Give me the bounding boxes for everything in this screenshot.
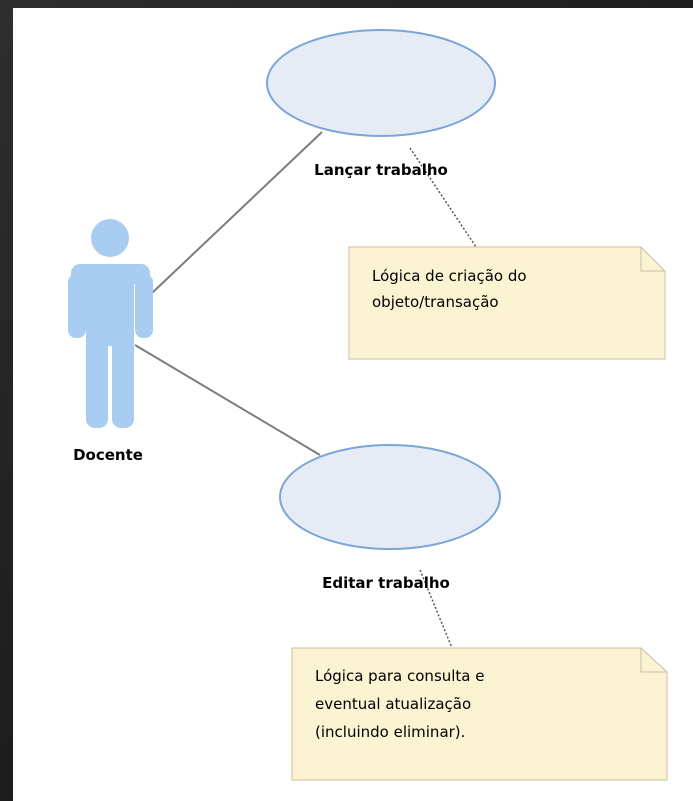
note-line: (incluindo eliminar). [315,723,465,741]
note-line: objeto/transação [372,293,499,311]
note-line: Lógica para consulta e [315,667,485,685]
note-shape [348,246,666,360]
note-shape [291,647,668,781]
note-line: eventual atualização [315,695,471,713]
note-1[interactable]: Lógica de criação do objeto/transação [348,246,666,360]
use-case-ellipse[interactable] [279,444,501,550]
note-2[interactable]: Lógica para consulta e eventual atualiza… [291,647,668,781]
note-fold [640,648,667,673]
association-line-editar [134,344,321,456]
association-line-lancar [151,131,323,294]
note-line: Lógica de criação do [372,267,527,285]
actor-icon [68,219,153,428]
note-fold [640,247,665,272]
use-case-label: Lançar trabalho [314,161,448,179]
use-case-editar-trabalho[interactable]: Editar trabalho [279,444,501,592]
use-case-label: Editar trabalho [322,574,450,592]
actor-label: Docente [73,446,143,464]
use-case-ellipse[interactable] [266,29,496,137]
actor-docente[interactable]: Docente [68,219,153,464]
use-case-lancar-trabalho[interactable]: Lançar trabalho [266,29,496,179]
